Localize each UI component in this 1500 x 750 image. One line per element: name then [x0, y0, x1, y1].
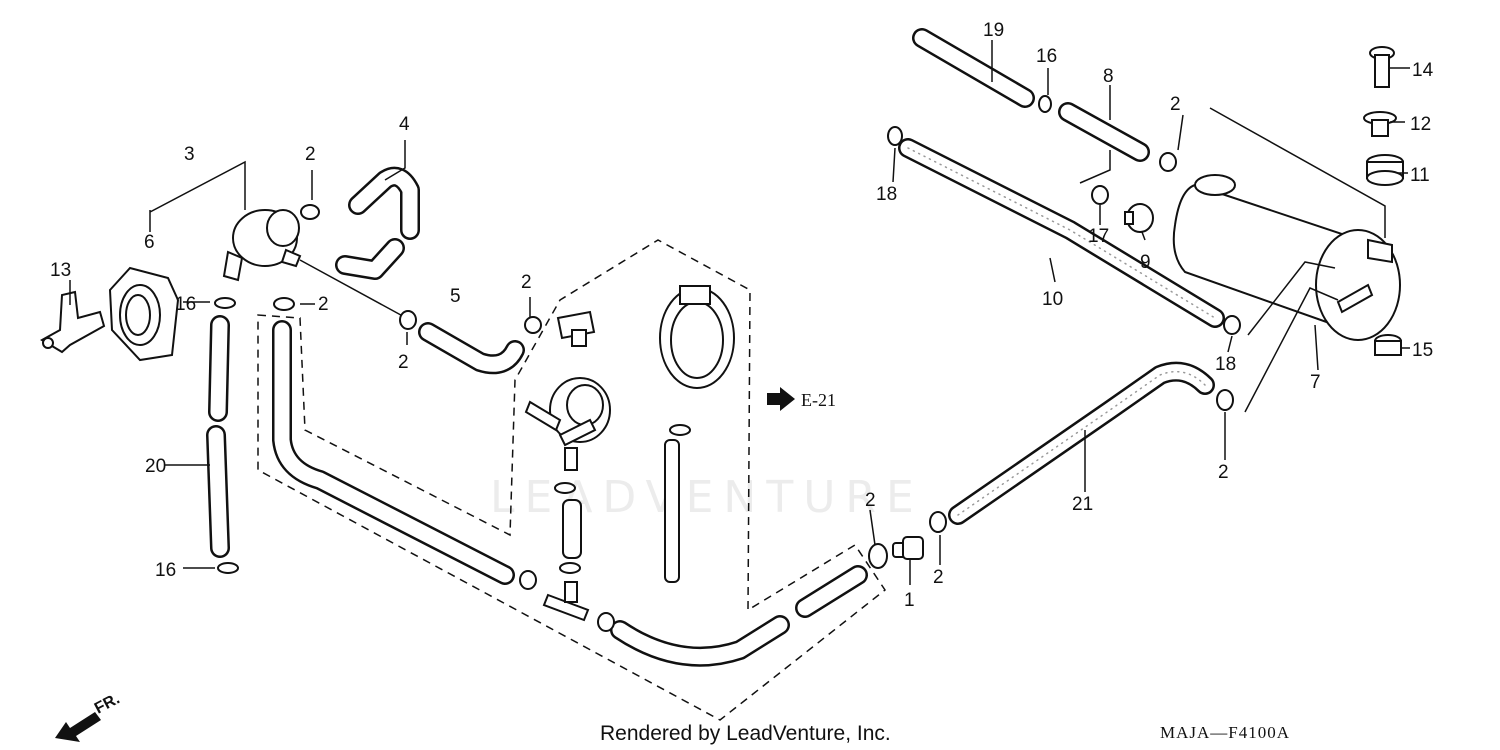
- clamp-lower-2: [597, 612, 615, 632]
- clamp-ring: [659, 285, 735, 389]
- callout-2a: 2: [318, 294, 329, 315]
- clamp-2e: [1159, 152, 1177, 172]
- connector-1: [892, 536, 924, 560]
- callout-19: 19: [983, 20, 1004, 41]
- callout-20: 20: [145, 456, 166, 477]
- clamp-2d: [524, 316, 542, 334]
- callout-2g: 2: [865, 490, 876, 511]
- watermark-text: LEADVENTURE: [490, 472, 924, 523]
- tee-fitting-upper: [556, 310, 596, 347]
- front-arrow-icon: [55, 712, 101, 742]
- callout-2b: 2: [305, 144, 316, 165]
- clamp-2g: [868, 543, 888, 569]
- clamp-16c: [1038, 95, 1052, 113]
- callout-10: 10: [1042, 289, 1063, 310]
- tee-fitting-lower: [542, 581, 590, 622]
- callout-13: 13: [50, 260, 71, 281]
- bracket-13: [40, 290, 106, 354]
- callout-6: 6: [144, 232, 155, 253]
- callout-5: 5: [450, 286, 461, 307]
- front-label: FR.: [92, 690, 123, 717]
- clamp-lower-1: [519, 570, 537, 590]
- callout-2c: 2: [521, 272, 532, 293]
- callout-2f: 2: [1218, 462, 1229, 483]
- callout-16c: 16: [1036, 46, 1057, 67]
- callout-12: 12: [1410, 114, 1431, 135]
- grommet-15: [1374, 334, 1402, 356]
- callout-18b: 18: [1215, 354, 1236, 375]
- collar-12: [1363, 111, 1397, 137]
- subassembly-outline-left: [257, 239, 887, 721]
- valve-sub: [524, 377, 611, 471]
- clamp-18b: [1223, 315, 1241, 335]
- credit-text: Rendered by LeadVenture, Inc.: [600, 722, 891, 745]
- callout-7: 7: [1310, 372, 1321, 393]
- callout-18a: 18: [876, 184, 897, 205]
- clamp-16a: [214, 297, 236, 309]
- bolt-14: [1369, 46, 1395, 88]
- callout-11: 11: [1410, 165, 1430, 186]
- clamp-2c: [399, 310, 417, 330]
- callout-8: 8: [1103, 66, 1114, 87]
- clamp-2a: [300, 204, 320, 220]
- clamp-16b: [217, 562, 239, 574]
- callout-2d: 2: [398, 352, 409, 373]
- clamp-mid-3: [559, 562, 581, 574]
- clamp-2h: [929, 511, 947, 533]
- callout-4: 4: [399, 114, 410, 135]
- clamp-mid-1: [554, 482, 576, 494]
- callout-17: 17: [1088, 226, 1109, 247]
- callout-3: 3: [184, 144, 195, 165]
- reference-arrow: [767, 387, 795, 411]
- leader-3: [149, 160, 246, 232]
- check-valve-9: [1124, 203, 1154, 233]
- canister-7: [1172, 174, 1401, 341]
- clamp-2b: [273, 297, 295, 311]
- hose-piece-a: [562, 499, 582, 559]
- callout-15: 15: [1412, 340, 1433, 361]
- callout-2h: 2: [933, 567, 944, 588]
- valve-3: [222, 209, 302, 282]
- callout-1: 1: [904, 590, 915, 611]
- pipe-long: [664, 439, 680, 583]
- holder-6: [108, 266, 180, 362]
- callout-21: 21: [1072, 494, 1093, 515]
- clamp-2f: [1216, 389, 1234, 411]
- grommet-11: [1366, 154, 1404, 186]
- clamp-18a: [887, 126, 903, 146]
- callout-14: 14: [1412, 60, 1434, 81]
- leader-lines: [69, 40, 1410, 585]
- clamp-17: [1091, 185, 1109, 205]
- diagram-code: MAJA—F4100A: [1160, 723, 1290, 742]
- reference-label: E-21: [801, 390, 836, 410]
- callout-16b: 16: [155, 560, 176, 581]
- callout-16a: 16: [175, 294, 196, 315]
- clamp-mid-2: [669, 424, 691, 436]
- callout-9: 9: [1140, 252, 1151, 273]
- callout-2e: 2: [1170, 94, 1181, 115]
